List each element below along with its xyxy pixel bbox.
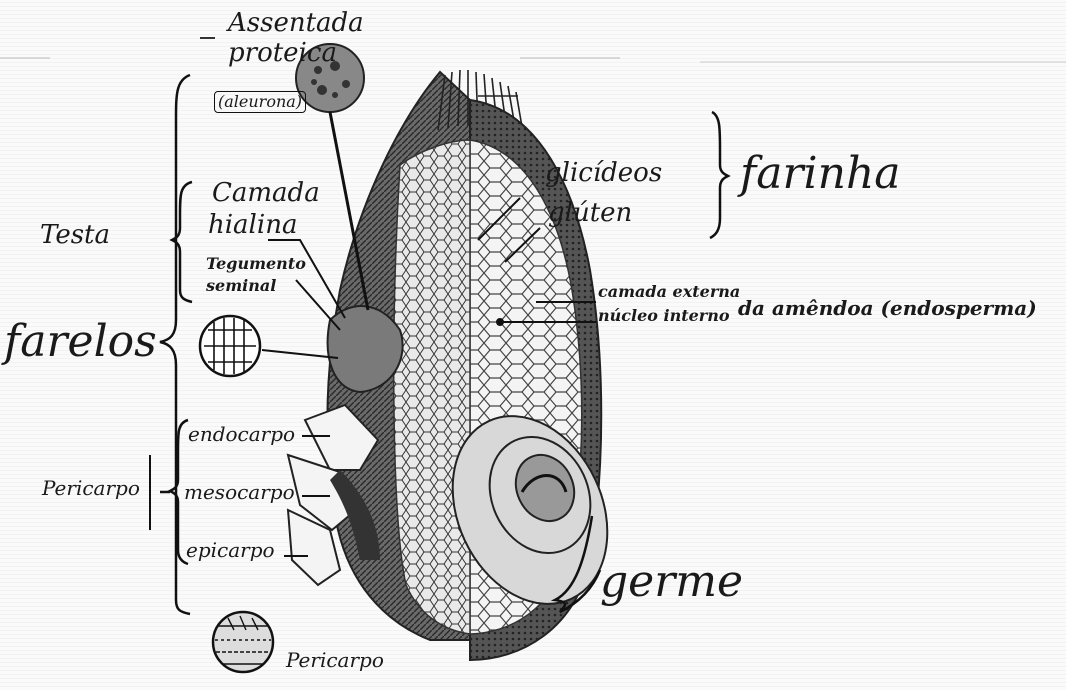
cut-face [394, 140, 470, 634]
cell-detail-pointer [262, 350, 338, 358]
label-proteica: proteica [228, 40, 337, 66]
label-glicideos: glicídeos [545, 160, 662, 186]
label-assentada: Assentada [228, 10, 364, 36]
label-endocarpo: endocarpo [188, 424, 295, 444]
label-hialina: hialina [208, 212, 297, 238]
label-mesocarpo: mesocarpo [184, 482, 295, 502]
brace-farinha [710, 112, 728, 238]
label-gluten: glúten [548, 200, 632, 226]
label-farelos: farelos [4, 320, 157, 364]
label-aleurona: (aleurona) [214, 91, 306, 113]
label-nucleo-interno: núcleo interno [598, 308, 730, 324]
label-epicarpo: epicarpo [186, 540, 275, 560]
label-camada: Camada [212, 180, 320, 206]
brace-farelos [160, 75, 190, 614]
label-farinha: farinha [740, 152, 901, 196]
label-tegumento: Tegumento [206, 256, 306, 272]
label-pericarpo-detail: Pericarpo [286, 650, 384, 670]
pericarp-detail-circle [213, 612, 273, 672]
label-germe: germe [600, 560, 743, 604]
label-camada-externa: camada externa [598, 284, 740, 300]
label-amendoa: da amêndoa (endosperma) [738, 298, 1037, 318]
label-pericarpo-group: Pericarpo [42, 478, 140, 498]
label-testa: Testa [40, 222, 110, 248]
label-seminal: seminal [206, 278, 276, 294]
